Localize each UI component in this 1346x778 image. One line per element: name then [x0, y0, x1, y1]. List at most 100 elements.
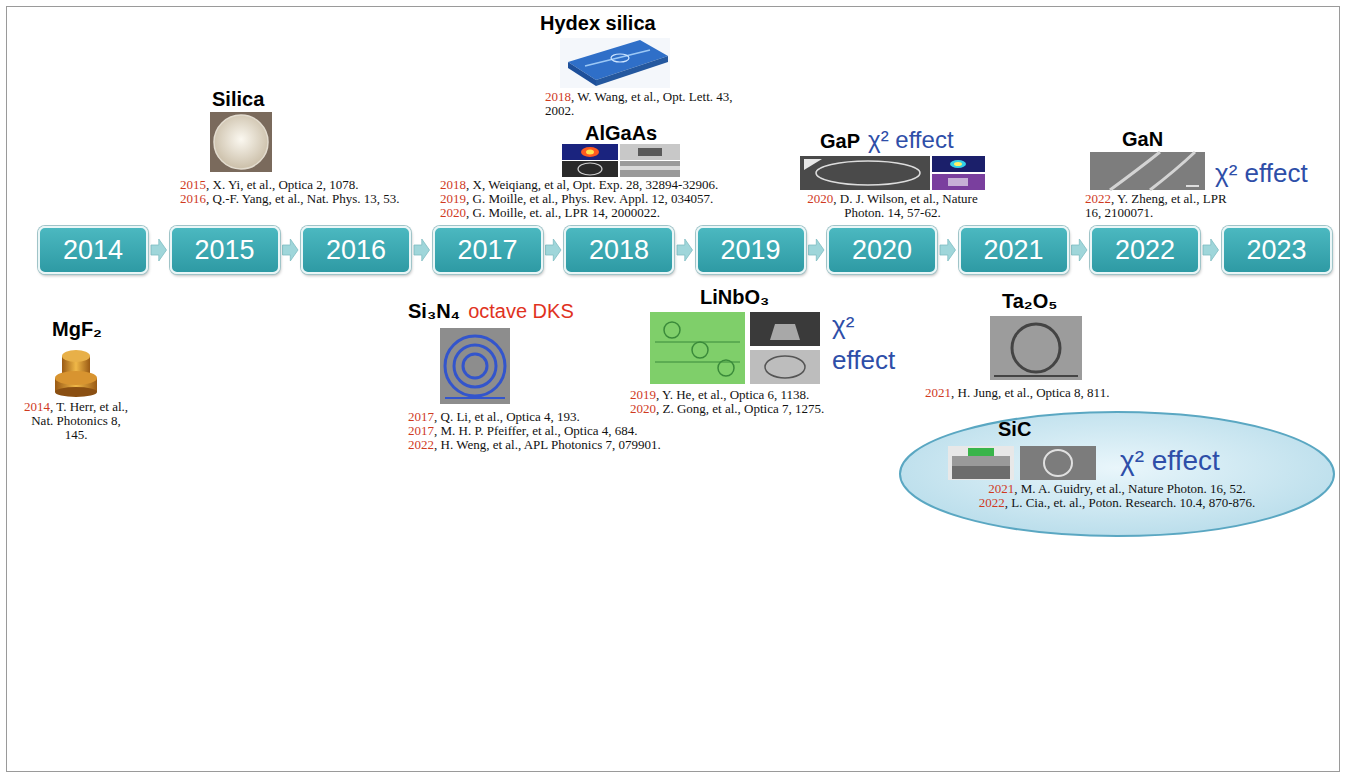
- mgf2-resonator-picture: [55, 350, 97, 397]
- reference-year: 2018: [440, 177, 466, 192]
- year-box: 2016: [301, 226, 411, 274]
- highlight-label: octave DKS: [468, 300, 574, 323]
- reference: 2018, X, Weiqiang, et al, Opt. Exp. 28, …: [440, 178, 780, 192]
- reference-text: , X, Weiqiang, et al, Opt. Exp. 28, 3289…: [466, 177, 718, 192]
- reference-list: 2017, Q. Li, et al., Optica 4, 193.2017,…: [408, 410, 738, 452]
- effect-label: χ² effect: [832, 308, 912, 378]
- timeline-arrow: [940, 239, 956, 261]
- reference-list: 2022, Y. Zheng, et al., LPR 16, 2100071.: [1085, 192, 1235, 220]
- year-box: 2018: [564, 226, 674, 274]
- reference-text: , H. Weng, et al., APL Photonics 7, 0799…: [434, 437, 661, 452]
- reference-text: , D. J. Wilson, et al., Nature Photon. 1…: [833, 191, 977, 220]
- reference: 2014, T. Herr, et al., Nat. Photonics 8,…: [20, 400, 132, 442]
- si3n4-spiral-picture: [440, 328, 510, 404]
- timeline-arrow: [1203, 239, 1219, 261]
- material-title: Si₃N₄: [408, 300, 460, 323]
- reference-year: 2019: [630, 387, 656, 402]
- year-label: 2021: [983, 235, 1043, 266]
- reference-list: 2021, M. A. Guidry, et al., Nature Photo…: [898, 482, 1336, 510]
- reference: 2019, G. Moille, et al., Phys. Rev. Appl…: [440, 192, 780, 206]
- effect-label: χ² effect: [868, 124, 954, 156]
- linbo3-picture: [650, 312, 820, 384]
- reference: 2021, M. A. Guidry, et al., Nature Photo…: [898, 482, 1336, 496]
- material-title: LiNbO₃: [700, 286, 769, 309]
- reference: 2022, L. Cia., et. al., Poton. Research.…: [898, 496, 1336, 510]
- year-label: 2018: [589, 235, 649, 266]
- year-label: 2023: [1246, 235, 1306, 266]
- ta2o5-ring-picture: [990, 316, 1082, 380]
- timeline-arrow: [546, 239, 562, 261]
- reference-text: , G. Moille, et. al., LPR 14, 2000022.: [466, 205, 660, 220]
- effect-label: χ² effect: [1215, 156, 1308, 191]
- reference: 2021, H. Jung, et al., Optica 8, 811.: [925, 386, 1175, 400]
- year-label: 2022: [1115, 235, 1175, 266]
- year-box: 2020: [827, 226, 937, 274]
- timeline-arrow: [151, 239, 167, 261]
- material-title: MgF₂: [52, 318, 102, 341]
- reference-text: , L. Cia., et. al., Poton. Research. 10.…: [1005, 495, 1256, 510]
- reference: 2020, D. J. Wilson, et al., Nature Photo…: [795, 192, 990, 220]
- reference-year: 2022: [979, 495, 1005, 510]
- material-title: GaP: [820, 130, 860, 153]
- reference-list: 2019, Y. He, et al., Optica 6, 1138.2020…: [630, 388, 910, 416]
- year-box: 2014: [38, 226, 148, 274]
- reference: 2017, M. H. P. Pfeiffer, et al., Optica …: [408, 424, 738, 438]
- gap-ring-picture: [800, 156, 985, 190]
- reference-list: 2021, H. Jung, et al., Optica 8, 811.: [925, 386, 1175, 400]
- reference-year: 2022: [408, 437, 434, 452]
- year-label: 2017: [457, 235, 517, 266]
- highlight-ellipse: SiC χ² effect 2021, M. A. Guidry, et al., …: [898, 410, 1336, 538]
- year-box: 2019: [696, 226, 806, 274]
- year-label: 2020: [852, 235, 912, 266]
- year-box: 2023: [1222, 226, 1332, 274]
- algaas-picture: [562, 144, 680, 177]
- ellipse-outline: [898, 410, 1336, 538]
- figure-frame: [7, 7, 1340, 772]
- year-label: 2019: [720, 235, 780, 266]
- silica-disk-picture: [210, 112, 272, 172]
- material-title: GaN: [1122, 128, 1163, 151]
- reference-year: 2022: [1085, 191, 1111, 206]
- effect-label: χ² effect: [1120, 442, 1220, 480]
- reference-text: , W. Wang, et al., Opt. Lett. 43, 2002.: [545, 89, 733, 118]
- gan-picture: [1090, 152, 1205, 190]
- hydex-chip-picture: [560, 38, 670, 88]
- reference-text: , Z. Gong, et al., Optica 7, 1275.: [656, 401, 824, 416]
- year-box: 2017: [433, 226, 543, 274]
- reference-list: 2014, T. Herr, et al., Nat. Photonics 8,…: [20, 400, 132, 442]
- reference: 2019, Y. He, et al., Optica 6, 1138.: [630, 388, 910, 402]
- reference-text: , H. Jung, et al., Optica 8, 811.: [951, 385, 1109, 400]
- timeline-arrow: [1072, 239, 1088, 261]
- reference-year: 2017: [408, 423, 434, 438]
- reference-text: , X. Yi, et al., Optica 2, 1078.: [206, 177, 359, 192]
- reference: 2022, H. Weng, et al., APL Photonics 7, …: [408, 438, 738, 452]
- reference-text: , Q.-F. Yang, et al., Nat. Phys. 13, 53.: [206, 191, 400, 206]
- reference-list: 2018, X, Weiqiang, et al, Opt. Exp. 28, …: [440, 178, 780, 220]
- year-label: 2015: [194, 235, 254, 266]
- reference-year: 2016: [180, 191, 206, 206]
- reference-list: 2020, D. J. Wilson, et al., Nature Photo…: [795, 192, 990, 220]
- reference-year: 2017: [408, 409, 434, 424]
- reference-list: 2018, W. Wang, et al., Opt. Lett. 43, 20…: [545, 90, 760, 118]
- year-box: 2022: [1090, 226, 1200, 274]
- reference-year: 2021: [988, 481, 1014, 496]
- reference-text: , Q. Li, et al., Optica 4, 193.: [434, 409, 580, 424]
- reference-year: 2019: [440, 191, 466, 206]
- reference-year: 2020: [440, 205, 466, 220]
- reference-text: , G. Moille, et al., Phys. Rev. Appl. 12…: [466, 191, 713, 206]
- reference-text: , M. A. Guidry, et al., Nature Photon. 1…: [1014, 481, 1246, 496]
- year-label: 2016: [326, 235, 386, 266]
- timeline-arrow: [809, 239, 825, 261]
- material-title: SiC: [998, 418, 1031, 441]
- year-box: 2021: [959, 226, 1069, 274]
- reference-text: , Y. He, et al., Optica 6, 1138.: [656, 387, 809, 402]
- timeline-arrow: [677, 239, 693, 261]
- reference: 2015, X. Yi, et al., Optica 2, 1078.: [180, 178, 445, 192]
- reference-year: 2014: [24, 399, 50, 414]
- year-box: 2015: [170, 226, 280, 274]
- reference: 2020, Z. Gong, et al., Optica 7, 1275.: [630, 402, 910, 416]
- reference-list: 2015, X. Yi, et al., Optica 2, 1078.2016…: [180, 178, 445, 206]
- material-title: Ta₂O₅: [1002, 290, 1057, 313]
- timeline-arrow: [283, 239, 299, 261]
